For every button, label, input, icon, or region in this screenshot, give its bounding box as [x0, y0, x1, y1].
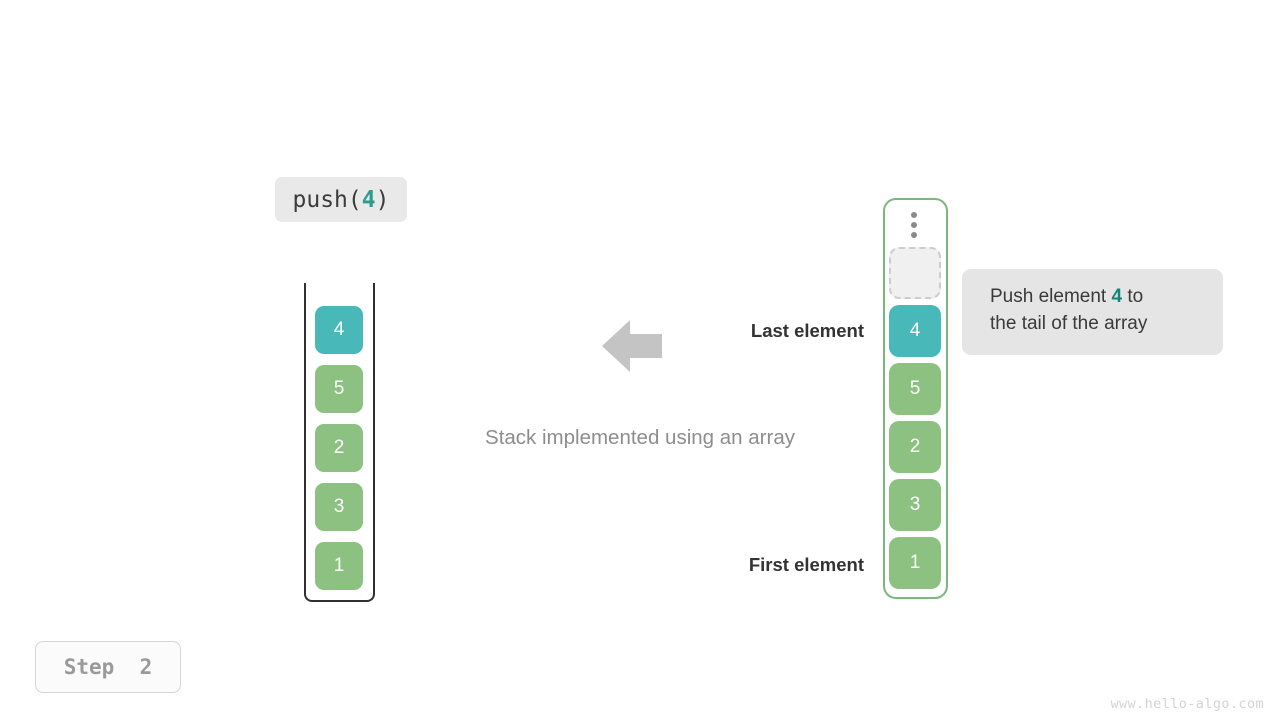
- array-cell-value: 2: [909, 436, 921, 457]
- array-cell-value: 5: [909, 378, 921, 399]
- stack-description-caption: Stack implemented using an array: [485, 426, 795, 449]
- stack-cell-value: 2: [333, 437, 345, 458]
- operation-label-prefix: push(: [292, 186, 362, 213]
- last-element-caption: Last element: [750, 320, 864, 341]
- first-element-caption: First element: [748, 554, 864, 575]
- operation-label-suffix: ): [375, 186, 390, 213]
- annotation-line1-after: to: [1122, 286, 1144, 307]
- array-cell-list: 4 5 2 3 1: [889, 247, 941, 589]
- array-cell: 4: [889, 305, 941, 357]
- step-badge: Step 2: [35, 641, 181, 693]
- stack-cell: 1: [315, 542, 363, 590]
- annotation-line2: the tail of the array: [990, 313, 1148, 334]
- stack-cell-list: 4 5 2 3 1: [315, 306, 363, 590]
- array-cell-value: 1: [909, 552, 921, 573]
- array-cell-empty: [889, 247, 941, 299]
- ellipsis-dot: [911, 232, 917, 238]
- annotation-box: Push element 4 to the tail of the array: [962, 269, 1223, 355]
- array-cell: 3: [889, 479, 941, 531]
- ellipsis-dot: [911, 222, 917, 228]
- vertical-ellipsis-icon: [910, 212, 918, 238]
- stack-cell-value: 1: [333, 555, 345, 576]
- stack-cell-value: 4: [333, 319, 345, 340]
- stack-cell: 3: [315, 483, 363, 531]
- operation-label: push(4): [275, 177, 407, 222]
- ellipsis-dot: [911, 212, 917, 218]
- arrow-left-icon: [602, 320, 662, 372]
- stack-cell: 4: [315, 306, 363, 354]
- operation-label-argument: 4: [361, 186, 376, 213]
- stack-cell-value: 5: [333, 378, 345, 399]
- array-cell-value: 3: [909, 494, 921, 515]
- annotation-line1-before: Push element: [990, 286, 1112, 307]
- array-cell: 1: [889, 537, 941, 589]
- array-cell: 2: [889, 421, 941, 473]
- watermark: www.hello-algo.com: [1110, 696, 1264, 712]
- array-cell-value: 4: [909, 320, 921, 341]
- annotation-highlight-value: 4: [1111, 286, 1123, 307]
- stack-cell: 2: [315, 424, 363, 472]
- stack-cell-value: 3: [333, 496, 345, 517]
- array-cell: 5: [889, 363, 941, 415]
- stack-cell: 5: [315, 365, 363, 413]
